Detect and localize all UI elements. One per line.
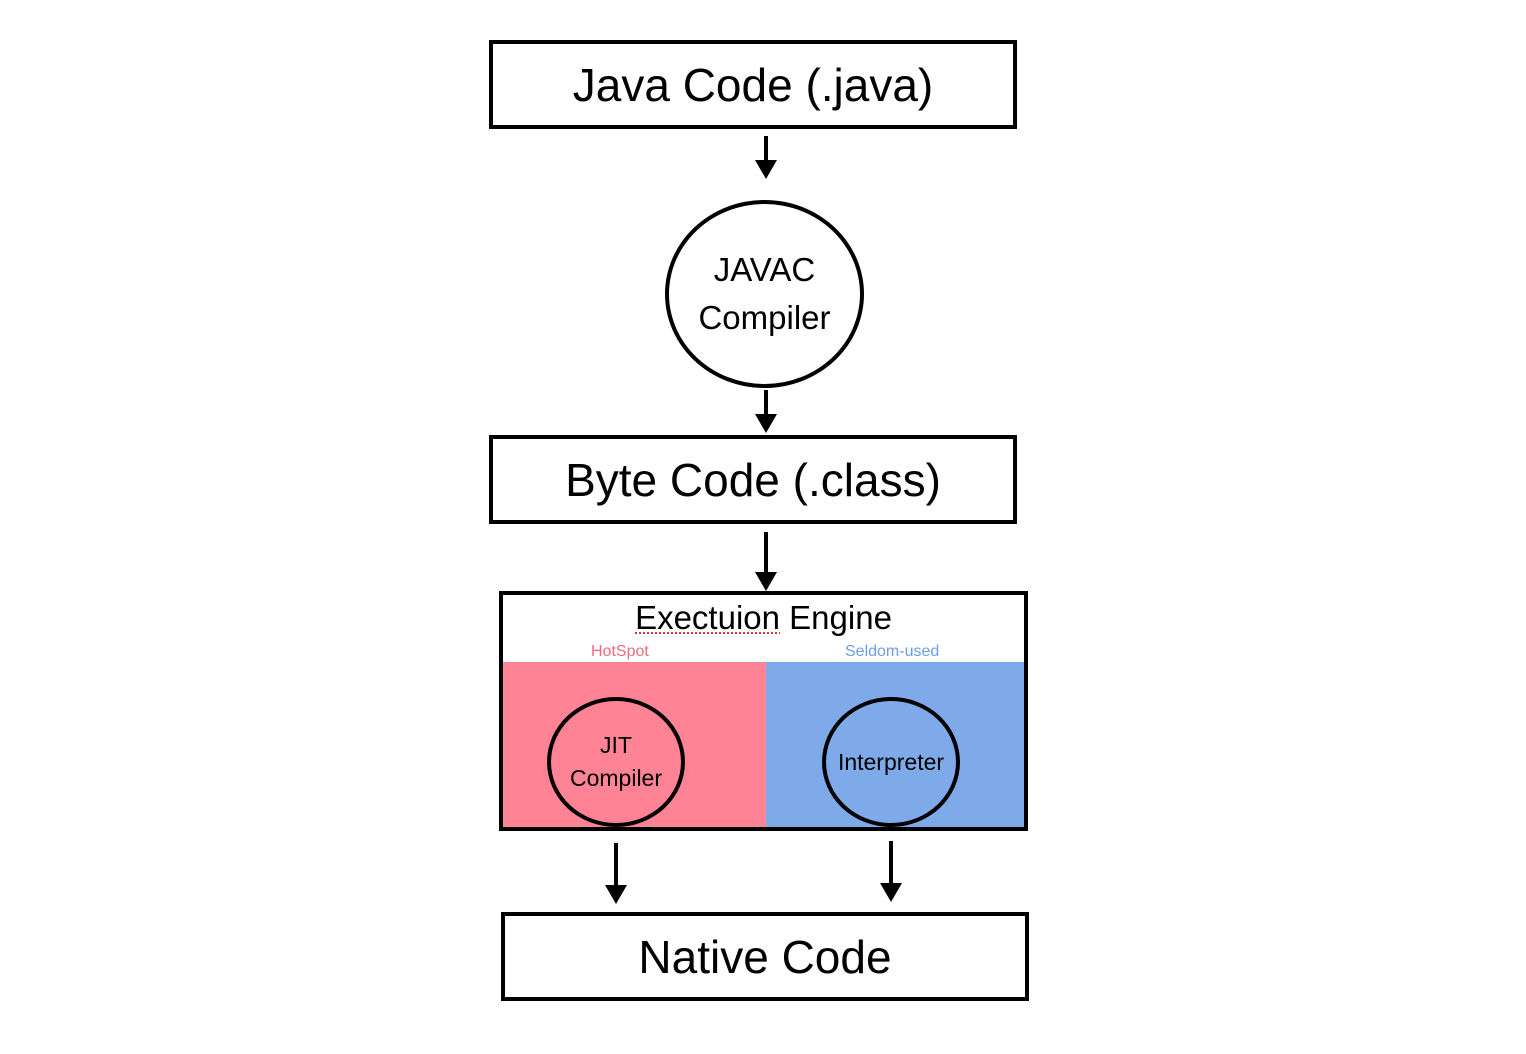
hotspot-label: HotSpot <box>591 643 649 660</box>
interpreter-circle: Interpreter <box>822 697 960 827</box>
arrow-interpreter-to-native <box>880 841 902 902</box>
execution-engine-title: Exectuion Engine <box>503 599 1024 637</box>
arrow-jit-to-native <box>605 843 627 904</box>
execution-engine-title-rest: Engine <box>780 599 892 636</box>
arrow-bytecode-to-engine <box>755 532 777 591</box>
java-code-box: Java Code (.java) <box>489 40 1017 129</box>
jit-label-line2: Compiler <box>569 765 663 791</box>
jit-compiler-circle: JIT Compiler <box>547 697 685 827</box>
arrow-java-to-javac <box>755 136 777 179</box>
execution-engine-box: Exectuion Engine HotSpot Seldom-used JIT… <box>499 591 1028 831</box>
execution-engine-title-misspelled: Exectuion <box>635 599 780 636</box>
jit-label-line1: JIT <box>600 732 632 758</box>
native-code-box: Native Code <box>501 912 1029 1001</box>
interpreter-label: Interpreter <box>837 748 945 775</box>
javac-label-line2: Compiler <box>698 299 831 336</box>
arrow-javac-to-bytecode <box>755 390 777 433</box>
javac-label-line1: JAVAC <box>713 251 816 288</box>
byte-code-box: Byte Code (.class) <box>489 435 1017 524</box>
native-code-label: Native Code <box>638 930 892 983</box>
seldom-used-label: Seldom-used <box>845 643 940 660</box>
javac-compiler-circle: JAVAC Compiler <box>665 200 864 388</box>
byte-code-label: Byte Code (.class) <box>565 453 941 506</box>
java-code-label: Java Code (.java) <box>572 58 934 111</box>
